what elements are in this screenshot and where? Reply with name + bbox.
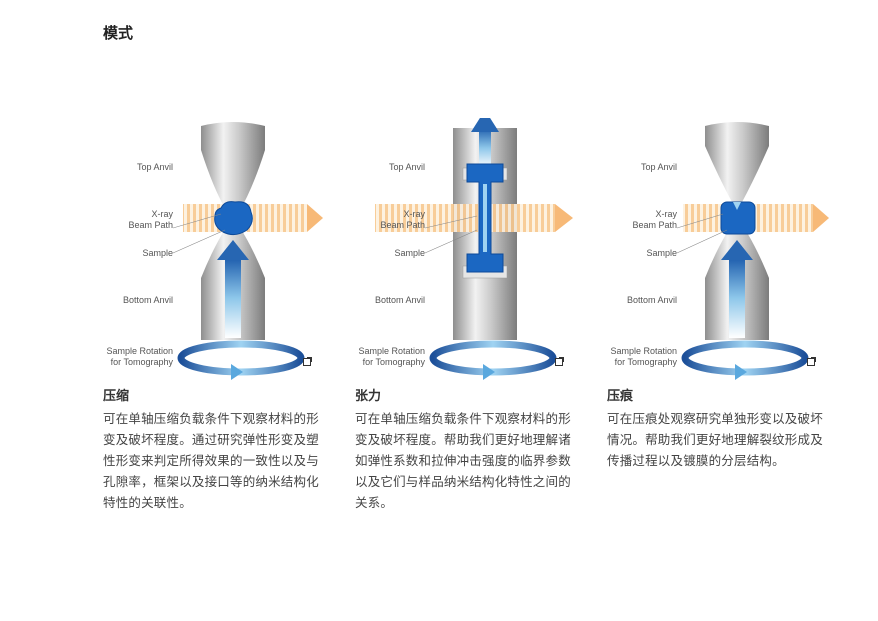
label-rotation-1: Sample Rotation	[358, 346, 425, 356]
section-title: 模式	[103, 24, 134, 42]
label-xray-2: Beam Path	[128, 220, 173, 230]
mode-panel-tension: Top Anvil X-ray Beam Path Sample Bottom …	[355, 118, 585, 513]
external-link-icon[interactable]	[807, 357, 816, 366]
compression-diagram: Top Anvil X-ray Beam Path Sample Bottom …	[103, 118, 333, 388]
external-link-icon[interactable]	[303, 357, 312, 366]
mode-title: 压痕	[607, 389, 634, 404]
top-anvil	[201, 122, 265, 212]
label-sample: Sample	[394, 248, 425, 258]
label-bottom-anvil: Bottom Anvil	[626, 295, 677, 305]
label-bottom-anvil: Bottom Anvil	[374, 295, 425, 305]
label-rotation-1: Sample Rotation	[610, 346, 677, 356]
label-bottom-anvil: Bottom Anvil	[122, 295, 173, 305]
top-anvil	[705, 122, 769, 204]
label-rotation-2: for Tomography	[614, 357, 677, 367]
label-rotation-2: for Tomography	[110, 357, 173, 367]
label-xray-1: X-ray	[403, 209, 425, 219]
tension-diagram: Top Anvil X-ray Beam Path Sample Bottom …	[355, 118, 585, 388]
mode-panel-compression: Top Anvil X-ray Beam Path Sample Bottom …	[103, 118, 333, 513]
label-xray-1: X-ray	[655, 209, 677, 219]
mode-description: 可在压痕处观察研究单独形变以及破坏情况。帮助我们更好地理解裂纹形成及传播过程以及…	[607, 411, 823, 468]
label-rotation-2: for Tomography	[362, 357, 425, 367]
label-top-anvil: Top Anvil	[136, 162, 173, 172]
label-xray-2: Beam Path	[632, 220, 677, 230]
mode-title: 压缩	[103, 389, 130, 404]
mode-description: 可在单轴压缩负载条件下观察材料的形变及破坏程度。通过研究弹性形变及塑性形变来判定…	[103, 411, 319, 510]
label-top-anvil: Top Anvil	[388, 162, 425, 172]
label-xray-1: X-ray	[151, 209, 173, 219]
label-sample: Sample	[142, 248, 173, 258]
label-top-anvil: Top Anvil	[640, 162, 677, 172]
mode-description: 可在单轴压缩负载条件下观察材料的形变及破坏程度。帮助我们更好地理解诸如弹性系数和…	[355, 411, 571, 510]
label-xray-2: Beam Path	[380, 220, 425, 230]
mode-title: 张力	[355, 389, 382, 404]
indentation-diagram: Top Anvil X-ray Beam Path Sample Bottom …	[607, 118, 837, 388]
external-link-icon[interactable]	[555, 357, 564, 366]
label-sample: Sample	[646, 248, 677, 258]
mode-panel-indentation: Top Anvil X-ray Beam Path Sample Bottom …	[607, 118, 837, 471]
label-rotation-1: Sample Rotation	[106, 346, 173, 356]
